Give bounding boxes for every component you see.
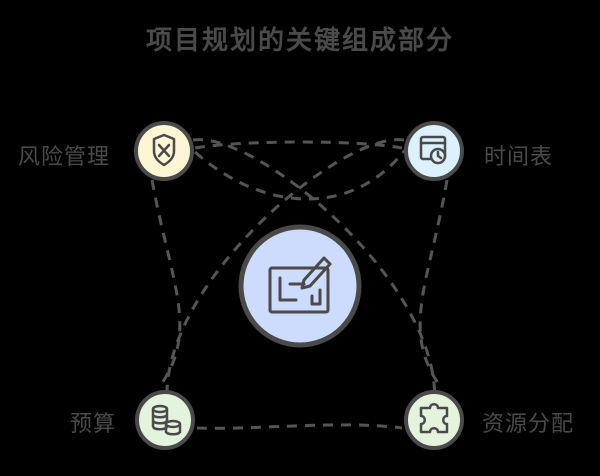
diagram-title: 项目规划的关键组成部分 <box>145 26 454 56</box>
budget-node <box>135 390 195 450</box>
puzzle-icon <box>419 403 449 434</box>
resource-node <box>404 390 464 450</box>
connector-risk-to-budget <box>150 179 182 387</box>
resource-label: 资源分配 <box>482 412 575 437</box>
connector-time-to-resource <box>418 179 449 387</box>
shield-x-icon <box>152 133 176 167</box>
blueprint-pencil-icon <box>268 256 332 314</box>
connector-budget-to-resource <box>196 423 403 430</box>
connector-risk-to-resource <box>192 138 436 421</box>
time-label: 时间表 <box>484 145 554 170</box>
risk-node <box>134 121 194 181</box>
connector-time-to-budget <box>165 138 405 421</box>
budget-label: 预算 <box>70 412 117 437</box>
risk-label: 风险管理 <box>18 145 111 170</box>
connectors <box>150 138 449 430</box>
calendar-clock-icon <box>419 135 447 165</box>
connector-risk-to-time <box>194 149 407 201</box>
time-node <box>404 121 464 181</box>
coin-stack-icon <box>151 404 182 436</box>
connector-top-arc <box>194 140 403 150</box>
center-node <box>238 224 362 348</box>
